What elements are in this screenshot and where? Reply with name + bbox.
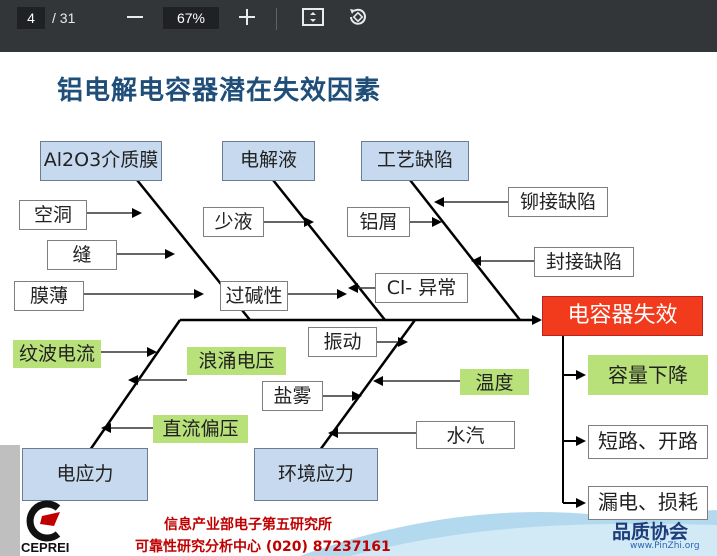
watermark-text: 品质协会 [612, 521, 689, 543]
ceprei-logo [26, 500, 61, 542]
cause-thin-film: 膜薄 [14, 281, 84, 311]
result-short-open: 短路、开路 [588, 425, 708, 459]
category-electrolyte: 电解液 [222, 141, 315, 181]
zoom-in-button[interactable] [236, 5, 258, 31]
minus-icon [127, 16, 143, 18]
cause-vibration: 振动 [308, 327, 377, 357]
zoom-input[interactable]: 67% [163, 7, 219, 29]
cause-cl-abnormal: Cl- 异常 [375, 273, 468, 303]
cause-crack: 缝 [47, 240, 117, 270]
zoom-out-button[interactable] [124, 5, 146, 31]
cause-low-liquid: 少液 [203, 207, 264, 237]
cause-seal-defect: 封接缺陷 [534, 247, 634, 277]
pdf-toolbar: 4 / 31 67% [0, 0, 717, 52]
rotate-icon [350, 8, 366, 25]
category-electric-stress: 电应力 [22, 448, 148, 501]
effect-capacitor-failure: 电容器失效 [542, 296, 703, 336]
category-env-stress: 环境应力 [254, 448, 378, 501]
watermark-url: www.PinZhi.org [630, 541, 700, 551]
cause-temperature: 温度 [460, 369, 529, 395]
cause-void: 空洞 [19, 200, 87, 230]
fit-page-icon [302, 8, 324, 26]
cause-over-alkali: 过碱性 [220, 281, 288, 311]
bone-electrolyte [272, 179, 386, 321]
category-dielectric: Al2O3介质膜 [40, 141, 162, 181]
toolbar-divider [276, 8, 277, 30]
cause-ripple-current: 纹波电流 [13, 340, 101, 368]
footer-institute: 信息产业部电子第五研究所 [164, 517, 332, 533]
plus-icon [239, 9, 255, 25]
footer-center-phone: 可靠性研究分析中心 (020) 87237161 [135, 539, 391, 555]
cause-dc-bias: 直流偏压 [153, 415, 248, 443]
result-capacity-drop: 容量下降 [588, 355, 708, 395]
slide-title: 铝电解电容器潜在失效因素 [57, 76, 382, 106]
fit-page-button[interactable] [300, 5, 326, 31]
cause-rivet-defect: 铆接缺陷 [508, 187, 608, 217]
logo-text: CEPREI [21, 540, 70, 555]
cause-al-chips: 铝屑 [347, 207, 410, 237]
result-leak-loss: 漏电、损耗 [588, 486, 708, 520]
page-number-input[interactable]: 4 [17, 7, 45, 29]
bone-process [409, 179, 521, 321]
category-process: 工艺缺陷 [361, 141, 469, 181]
page-total: / 31 [52, 10, 76, 26]
cause-salt-fog: 盐雾 [262, 381, 323, 411]
cause-surge-voltage: 浪涌电压 [187, 347, 286, 375]
cause-water-vapor: 水汽 [416, 421, 515, 449]
rotate-button[interactable] [345, 5, 371, 31]
